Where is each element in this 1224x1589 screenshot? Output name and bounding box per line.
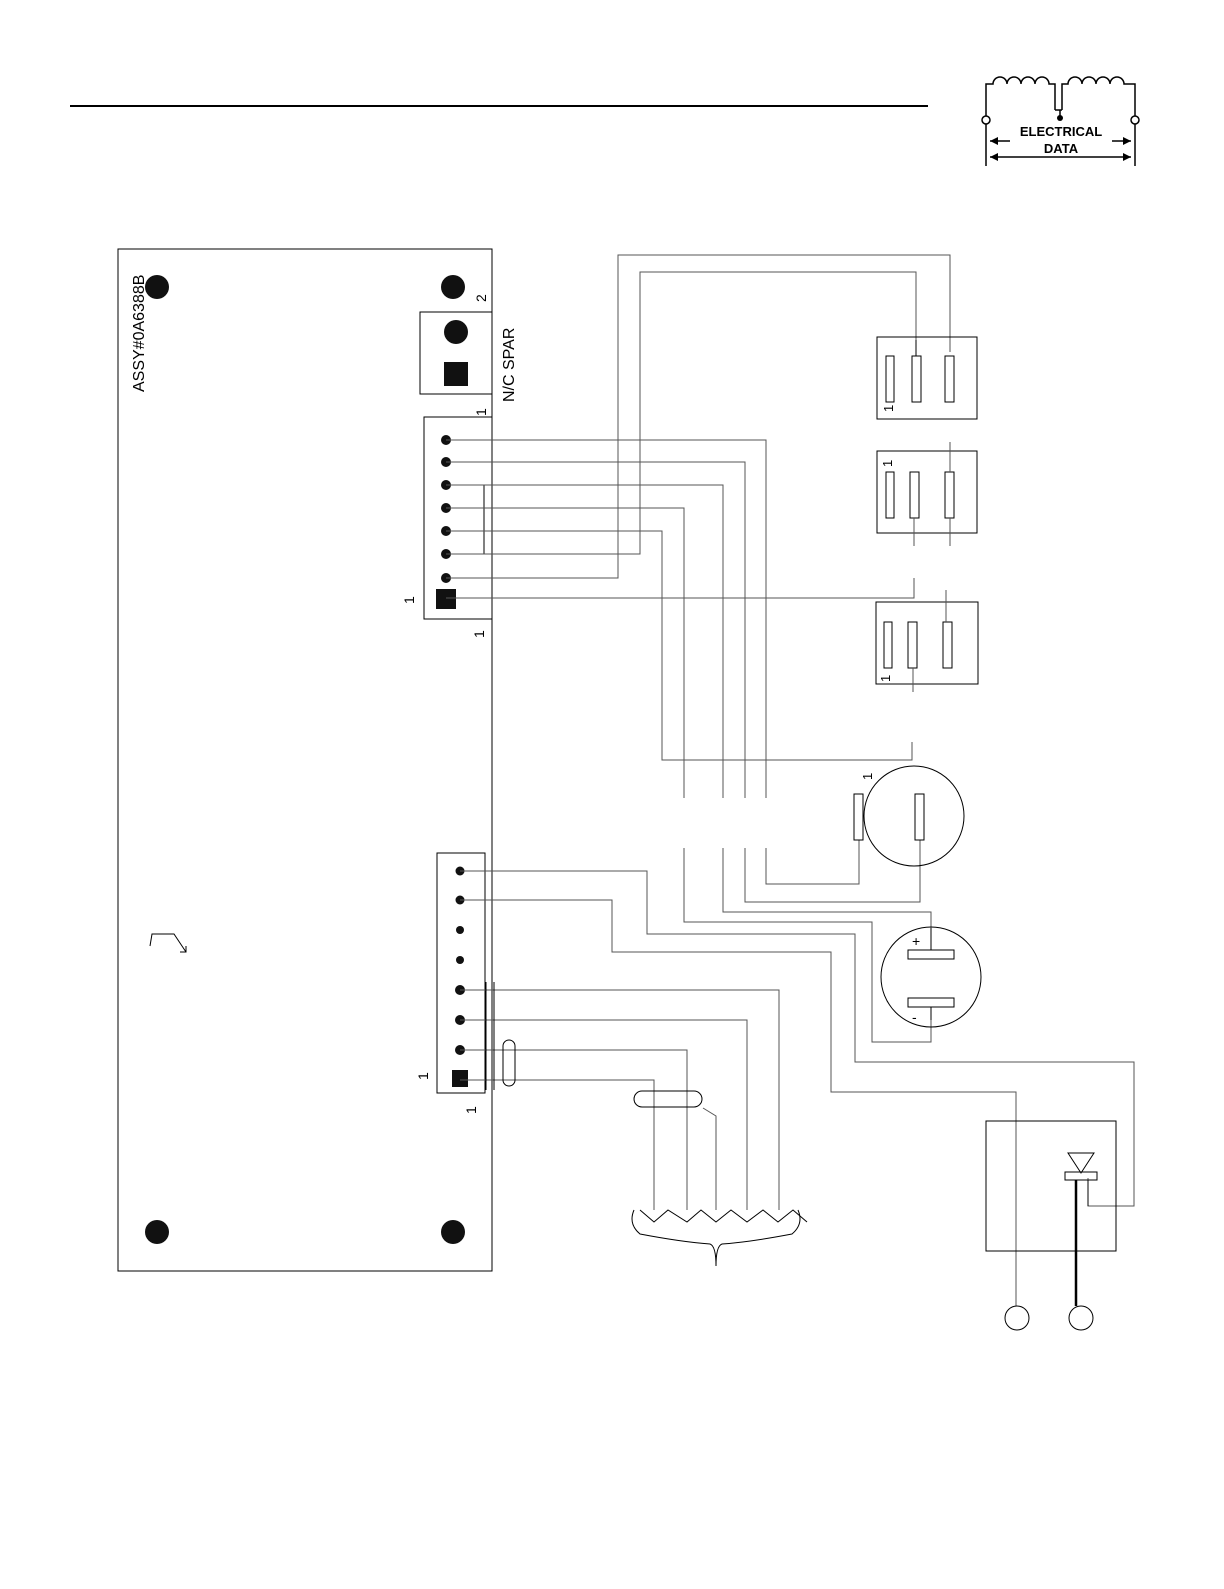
electrical-data-logo: ELECTRICAL DATA <box>982 77 1139 166</box>
cable-shield <box>503 1040 515 1086</box>
relay: 1 <box>876 590 978 692</box>
mounting-hole <box>441 1220 465 1244</box>
terminal <box>1069 1306 1093 1330</box>
lower-header-wires <box>460 871 1134 1306</box>
wire-bundle-connector <box>632 1210 807 1266</box>
mounting-hole <box>145 1220 169 1244</box>
svg-text:1: 1 <box>860 773 875 780</box>
relay: 1 <box>877 442 977 546</box>
capacitor: + - <box>881 927 981 1027</box>
cap-minus: - <box>912 1009 917 1025</box>
cable-shield <box>634 1091 702 1107</box>
assembly-label: ASSY#0A6388B <box>131 275 148 392</box>
motor: 1 <box>854 766 964 866</box>
pin-label-2: 2 <box>473 294 489 302</box>
svg-text:1: 1 <box>880 460 895 467</box>
pin1-label: 1 <box>463 1106 479 1114</box>
pin1-label: 1 <box>401 596 417 604</box>
upper-header-wires <box>446 255 950 1042</box>
logo-line2: DATA <box>1044 141 1079 156</box>
svg-text:1: 1 <box>878 675 893 682</box>
mounting-hole <box>441 275 465 299</box>
pin1-label: 1 <box>473 408 489 416</box>
pin1-label: 1 <box>471 630 487 638</box>
relay: 1 <box>877 337 977 419</box>
logo-line1: ELECTRICAL <box>1020 124 1102 139</box>
coil-icon <box>1062 77 1135 118</box>
pin1-label: 1 <box>415 1072 431 1080</box>
mounting-hole <box>145 275 169 299</box>
lower-header <box>437 853 485 1093</box>
cap-plus: + <box>912 933 920 949</box>
diagnostic-arrow-icon <box>150 918 186 952</box>
sensor-box <box>986 1121 1116 1306</box>
upper-header <box>424 417 492 619</box>
control-board: ASSY#0A6388B 2 N/C SPAR 1 1 1 1 1 <box>118 249 518 1271</box>
connector-label-partial: N/C SPAR <box>501 328 518 402</box>
coil-icon <box>986 77 1055 120</box>
svg-text:1: 1 <box>881 405 896 412</box>
terminal <box>1005 1306 1029 1330</box>
